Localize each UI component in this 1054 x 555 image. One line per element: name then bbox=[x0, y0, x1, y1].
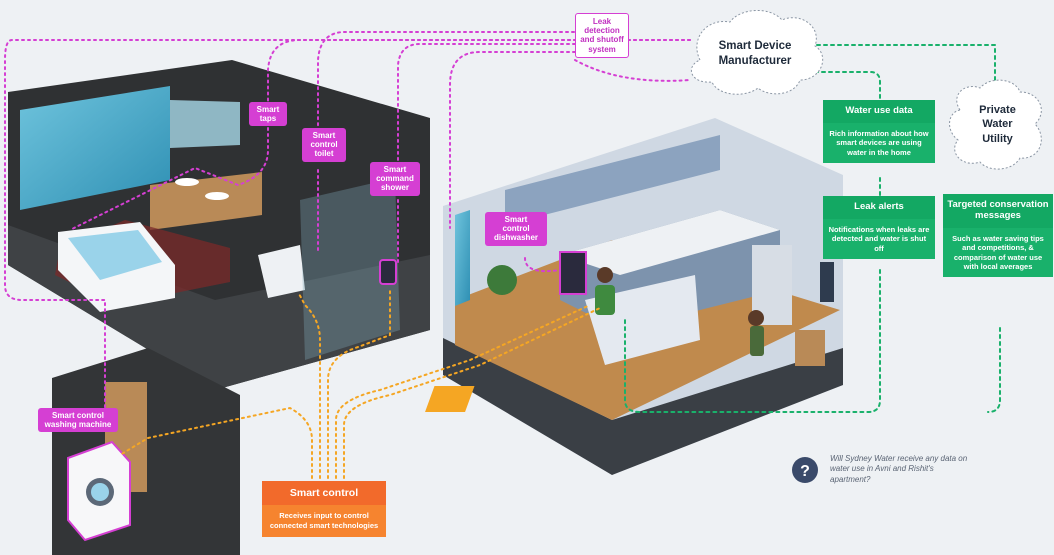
leak-detection-line-3: system bbox=[588, 44, 616, 54]
dishwasher-shape bbox=[559, 251, 587, 295]
manufacturer-line-1: Smart Device bbox=[718, 40, 792, 52]
smart-dishwasher-line-1: Smart bbox=[504, 215, 528, 224]
smart-toilet-line-2: control bbox=[310, 140, 338, 150]
smart-toilet-shape bbox=[258, 245, 305, 298]
play-mat bbox=[425, 386, 475, 412]
bathroom-window bbox=[20, 86, 170, 210]
water-use-data-box: Water use data Rich information about ho… bbox=[823, 100, 935, 164]
smart-shower-label: Smart command shower bbox=[370, 162, 420, 196]
water-use-title: Water use data bbox=[823, 100, 935, 123]
smart-toilet-line-3: toilet bbox=[314, 149, 334, 159]
conservation-body: Such as water saving tips and competitio… bbox=[943, 227, 1053, 278]
manufacturer-line-2: Manufacturer bbox=[718, 54, 792, 67]
utility-label: Private Water Utility bbox=[960, 103, 1035, 146]
control-links bbox=[119, 289, 601, 479]
laundry-room bbox=[52, 348, 240, 555]
smart-dishwasher-label: Smart control dishwasher bbox=[485, 212, 547, 246]
question-text: Will Sydney Water receive any data on wa… bbox=[830, 454, 968, 484]
shower-glass bbox=[300, 178, 400, 360]
manufacturer-label: Smart Device Manufacturer bbox=[700, 39, 810, 69]
smart-dishwasher-line-3: dishwasher bbox=[493, 233, 538, 243]
smart-shower-line-2: command bbox=[376, 174, 414, 184]
bathroom-mirror bbox=[170, 100, 240, 148]
shower-control bbox=[379, 259, 397, 285]
utility-line-3: Utility bbox=[982, 132, 1013, 145]
water-use-body: Rich information about how smart devices… bbox=[823, 122, 935, 164]
smart-taps-line-1: Smart bbox=[256, 105, 280, 114]
svg-text:?: ? bbox=[800, 463, 810, 480]
smart-toilet-line-1: Smart bbox=[312, 131, 336, 140]
leak-detection-label: Leak detection and shutoff system bbox=[575, 13, 629, 58]
device-links bbox=[4, 31, 691, 411]
utility-cloud bbox=[949, 79, 1042, 170]
utility-line-2: Water bbox=[982, 118, 1013, 131]
leak-detection-line-1: Leak detection bbox=[584, 17, 620, 36]
washing-machine-line-1: Smart control bbox=[51, 411, 104, 420]
smart-taps-label: Smart taps bbox=[249, 102, 287, 127]
conservation-title: Targeted conservation messages bbox=[943, 194, 1053, 228]
smart-dishwasher-line-2: control bbox=[502, 224, 530, 234]
bathroom bbox=[8, 60, 430, 390]
smart-washing-machine-label: Smart control washing machine bbox=[38, 408, 118, 433]
leak-alerts-title: Leak alerts bbox=[823, 196, 935, 219]
utility-line-1: Private bbox=[979, 104, 1016, 116]
washing-machine-line-2: washing machine bbox=[44, 420, 112, 430]
smart-shower-line-3: shower bbox=[380, 183, 409, 193]
smart-control-title: Smart control bbox=[262, 481, 386, 506]
vanity-cabinet bbox=[150, 172, 262, 230]
smart-toilet-label: Smart control toilet bbox=[302, 128, 346, 162]
upper-cabinets bbox=[505, 135, 720, 225]
smart-control-body: Receives input to control connected smar… bbox=[262, 505, 386, 537]
smart-shower-line-1: Smart bbox=[383, 165, 407, 174]
smart-control-box: Smart control Receives input to control … bbox=[262, 481, 386, 537]
leak-alerts-box: Leak alerts Notifications when leaks are… bbox=[823, 196, 935, 260]
leak-detection-line-2: and shutoff bbox=[580, 35, 624, 45]
smart-taps-line-2: taps bbox=[259, 114, 277, 124]
leak-alerts-body: Notifications when leaks are detected an… bbox=[823, 218, 935, 260]
kitchen bbox=[425, 118, 843, 475]
manufacturer-cloud bbox=[690, 9, 824, 95]
conservation-messages-box: Targeted conservation messages Such as w… bbox=[943, 194, 1053, 278]
question-mark-icon: ? bbox=[792, 457, 818, 483]
